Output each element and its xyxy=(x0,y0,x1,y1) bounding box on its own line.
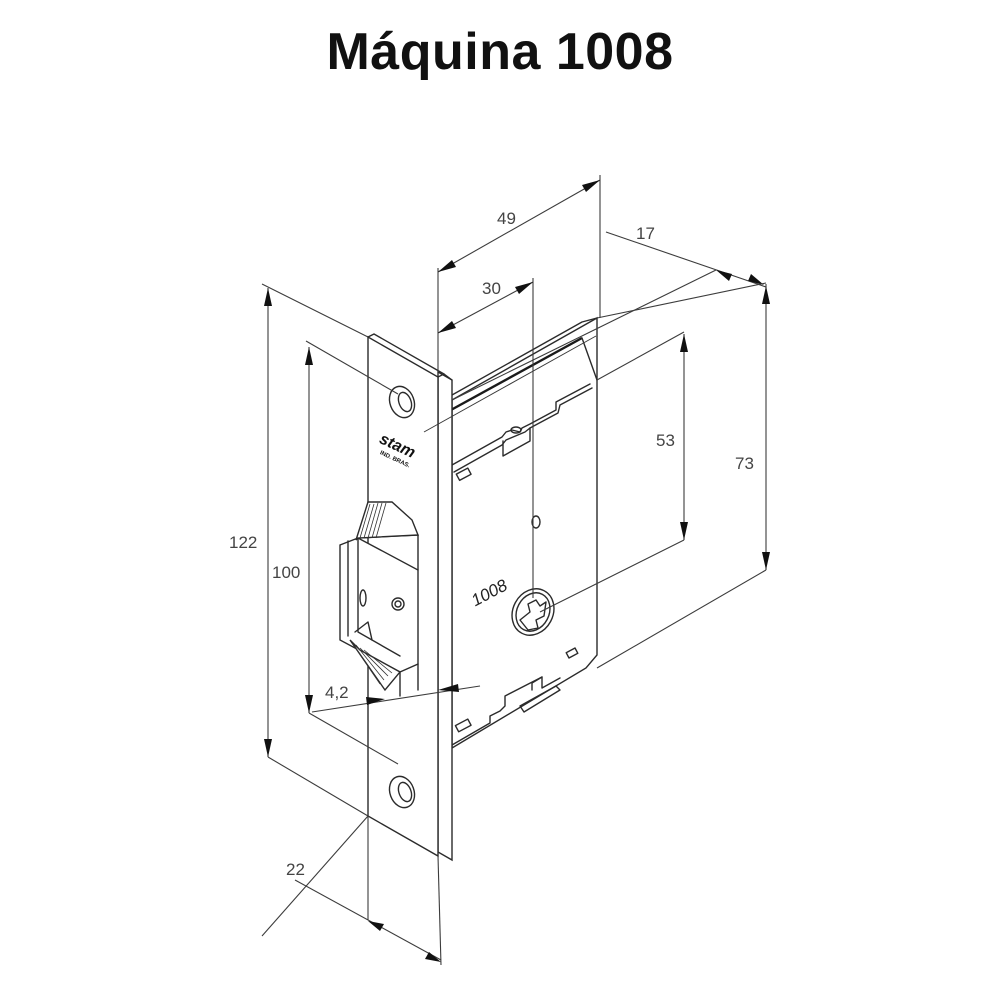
top-screw-hole xyxy=(388,385,416,419)
lock-case: 1008 xyxy=(435,316,598,750)
dim-label-30: 30 xyxy=(482,279,501,298)
dimension-lines xyxy=(261,175,770,966)
latch-bolt xyxy=(339,501,420,697)
dim-label-17: 17 xyxy=(636,224,655,243)
dim-label-22: 22 xyxy=(286,860,305,879)
dim-label-73: 73 xyxy=(735,454,754,473)
page-title: Máquina 1008 xyxy=(326,23,674,81)
dim-label-49: 49 xyxy=(497,209,516,228)
dim-label-53: 53 xyxy=(656,431,675,450)
dim-label-122: 122 xyxy=(229,533,257,552)
dim-label-4-2: 4,2 xyxy=(325,683,349,702)
hub-follower xyxy=(511,588,555,636)
dim-label-100: 100 xyxy=(272,563,300,582)
bottom-screw-hole xyxy=(388,775,416,809)
